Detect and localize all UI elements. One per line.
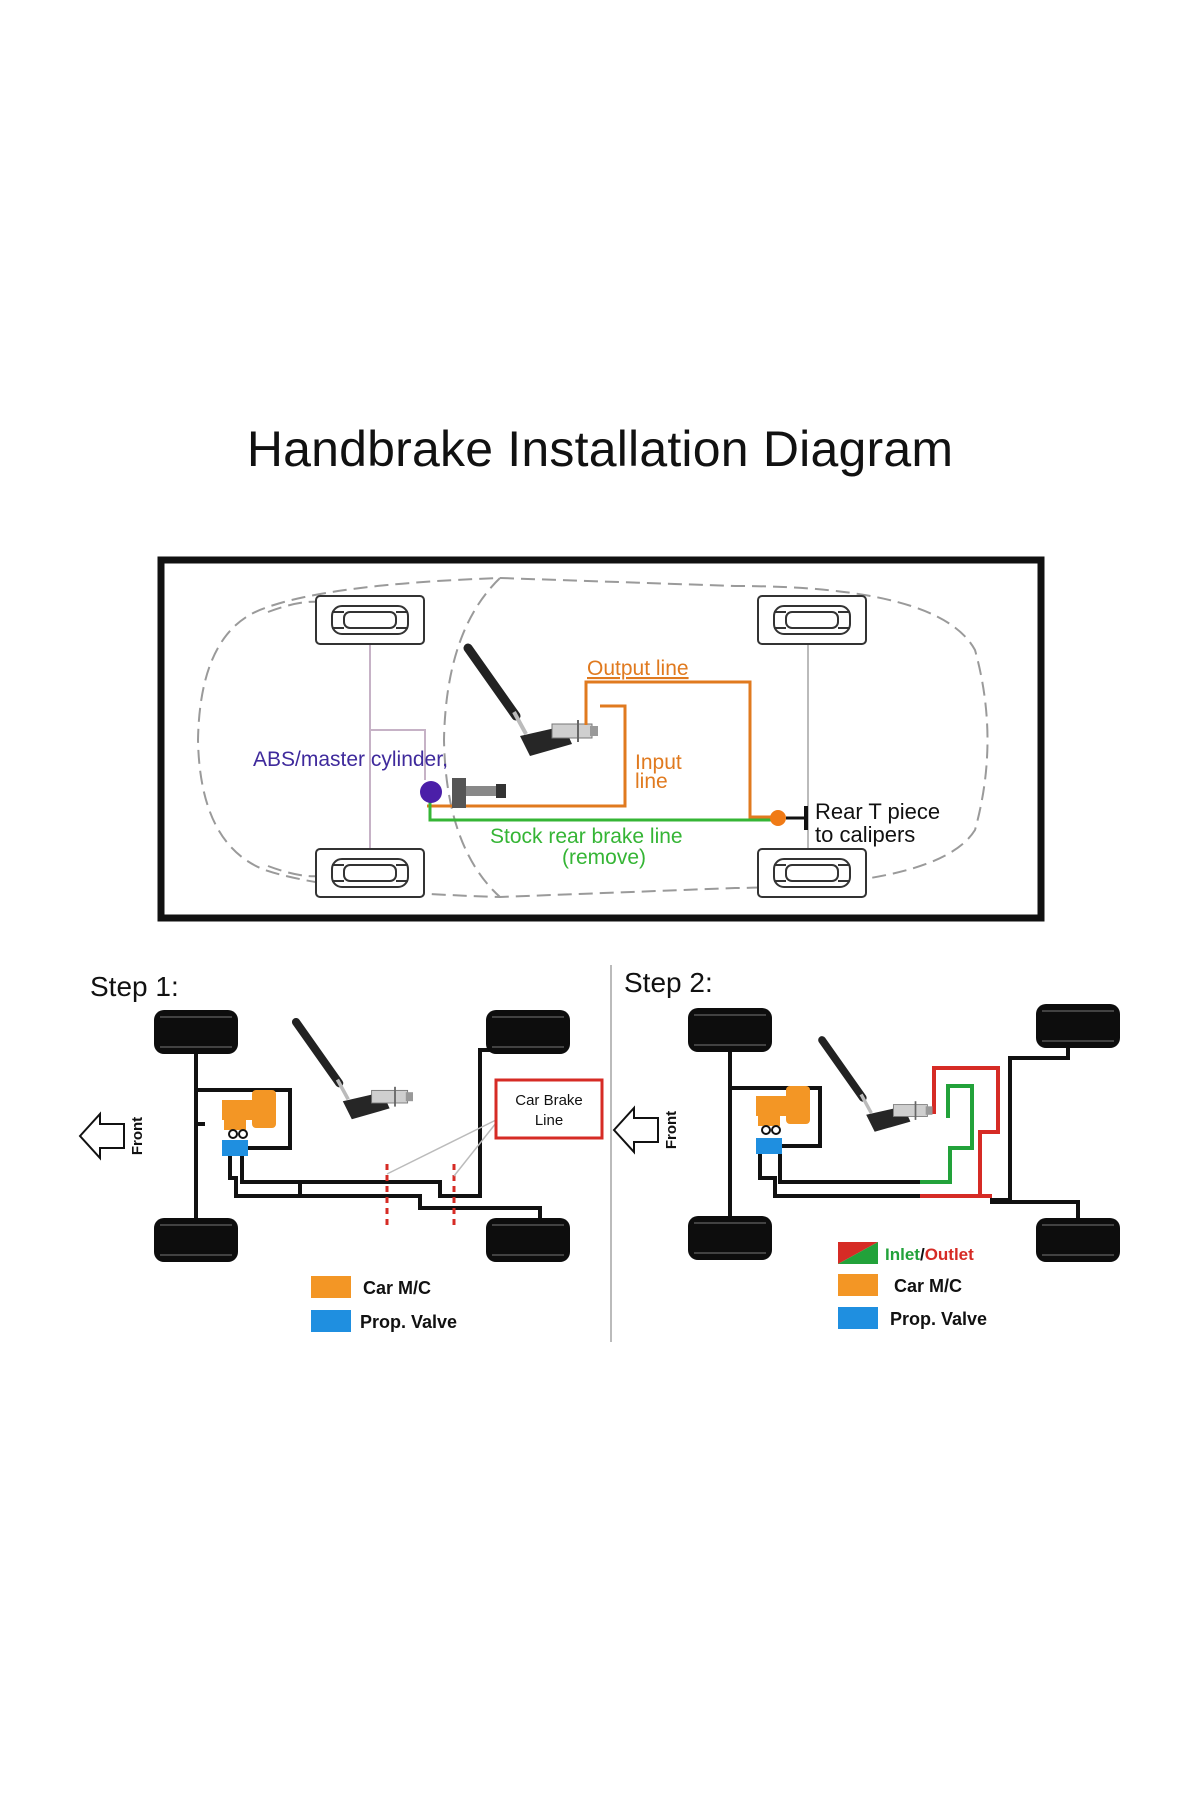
abs-feed-line	[370, 729, 426, 780]
step2-legend-valve-swatch	[838, 1307, 878, 1329]
step1-legend-valve-label: Prop. Valve	[360, 1312, 457, 1332]
step1-car-brake-line-callout	[494, 1078, 604, 1140]
step2-rear-left-tire-icon	[1035, 1003, 1121, 1049]
step1-handbrake-icon	[296, 1022, 413, 1119]
step2-legend-valve-label: Prop. Valve	[890, 1309, 987, 1329]
rear-left-wheel-icon	[757, 595, 867, 645]
step2-prop-valve-icon	[756, 1138, 782, 1154]
step1-legend-mc-swatch	[311, 1276, 351, 1298]
step2-legend-mc-swatch	[838, 1274, 878, 1296]
step1-front-label: Front	[129, 1117, 146, 1155]
front-left-wheel-icon	[315, 595, 425, 645]
step1-rear-right-tire-icon	[485, 1217, 571, 1263]
diagram-title: Handbrake Installation Diagram	[246, 421, 954, 477]
rear-right-wheel-icon	[757, 848, 867, 898]
step2-car-mc-icon	[756, 1086, 810, 1135]
rear-t-piece-label: Rear T piece	[815, 799, 940, 824]
step2-brake-lines	[728, 1044, 1080, 1228]
output-line-label: Output line	[587, 657, 689, 680]
step2-legend-inlet-outlet-label: Inlet/Outlet	[885, 1245, 974, 1264]
step1-front-right-tire-icon	[153, 1217, 239, 1263]
fitting-icon	[452, 778, 506, 808]
step1-rear-left-tire-icon	[485, 1009, 571, 1055]
step1-front-arrow-icon	[78, 1111, 125, 1161]
input-line-label-2: line	[635, 770, 668, 793]
step2-inlet-line	[920, 1084, 974, 1184]
step2-handbrake-icon	[822, 1040, 933, 1132]
step1-car-mc-icon	[222, 1090, 276, 1139]
step1-prop-valve-icon	[222, 1140, 248, 1156]
remove-note-label: (remove)	[562, 846, 646, 869]
step2-heading: Step 2:	[624, 967, 713, 998]
step2-legend-inlet-outlet-swatch	[838, 1242, 878, 1264]
rear-t-piece-icon	[770, 806, 808, 830]
step2-front-arrow-icon	[612, 1105, 659, 1155]
step1-callout-text-1: Car Brake	[515, 1092, 583, 1109]
front-right-wheel-icon	[315, 848, 425, 898]
abs-master-cylinder-icon	[420, 781, 442, 803]
step2-front-left-tire-icon	[687, 1007, 773, 1053]
input-line-label: Input	[635, 751, 682, 774]
output-line	[584, 680, 778, 819]
step2-front-label: Front	[663, 1111, 680, 1149]
step1-legend-mc-label: Car M/C	[363, 1278, 431, 1298]
step1-callout-pointer-2	[453, 1117, 501, 1177]
stock-rear-brake-line-label: Stock rear brake line	[490, 825, 683, 848]
to-calipers-label: to calipers	[815, 822, 915, 847]
step2-legend-mc-label: Car M/C	[894, 1276, 962, 1296]
abs-master-cylinder-label: ABS/master cylinder,	[253, 748, 448, 771]
step1-callout-pointer-1	[386, 1117, 501, 1175]
step1-brake-lines	[194, 1032, 542, 1228]
step1-callout-text-2: Line	[535, 1112, 563, 1129]
step1-front-left-tire-icon	[153, 1009, 239, 1055]
step1-heading: Step 1:	[90, 971, 179, 1002]
input-line	[427, 704, 627, 808]
step1-legend-valve-swatch	[311, 1310, 351, 1332]
overview-frame	[157, 556, 1045, 922]
step2-front-right-tire-icon	[687, 1215, 773, 1261]
step2-rear-right-tire-icon	[1035, 1217, 1121, 1263]
